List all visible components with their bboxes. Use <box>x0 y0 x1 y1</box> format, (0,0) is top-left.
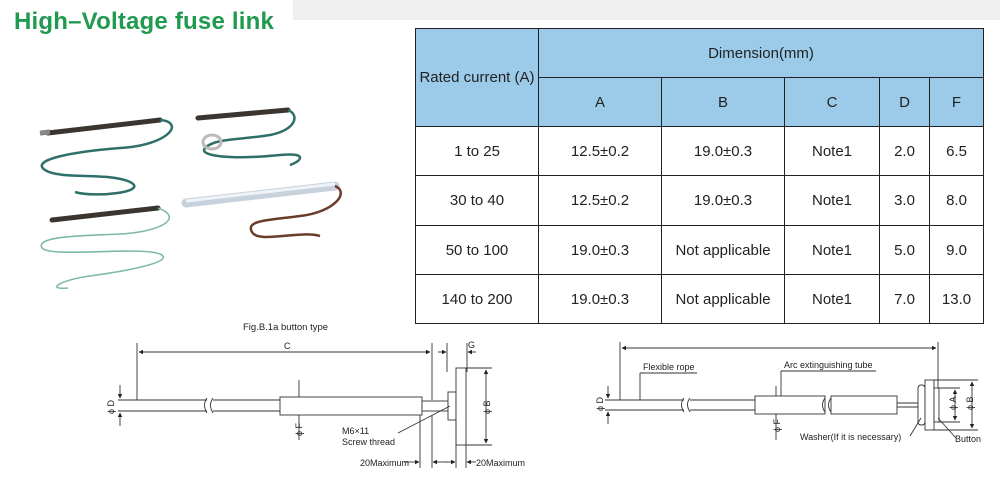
figure-caption: Fig.B.1a button type <box>243 322 329 333</box>
table-row: 30 to 40 12.5±0.2 19.0±0.3 Note1 3.0 8.0 <box>415 175 984 226</box>
table-cell: Note1 <box>784 274 880 324</box>
rated-current-header: Rated current (A) <box>415 28 539 127</box>
table-row: 140 to 200 19.0±0.3 Not applicable Note1… <box>415 274 984 324</box>
col-header-f: F <box>929 77 984 127</box>
table-cell: 50 to 100 <box>415 225 539 275</box>
table-cell: 12.5±0.2 <box>538 126 662 176</box>
table-cell: 3.0 <box>879 175 930 226</box>
table-cell: 1 to 25 <box>415 126 539 176</box>
table-cell: 30 to 40 <box>415 175 539 226</box>
table-row: 1 to 25 12.5±0.2 19.0±0.3 Note1 2.0 6.5 <box>415 126 984 176</box>
table-cell: Note1 <box>784 126 880 176</box>
dim-label-d2: ϕ D <box>595 396 605 411</box>
rated-current-header-label: Rated current (A) <box>419 69 535 86</box>
dim-label-f2: ϕ F <box>772 418 782 432</box>
rope-type-drawing <box>605 342 978 440</box>
fuse-link-3 <box>40 205 171 290</box>
table-cell: 19.0±0.3 <box>661 175 785 226</box>
fuse-link-1 <box>39 117 173 196</box>
header-bar <box>293 0 1000 20</box>
max-label-right: 20Maximum <box>476 458 525 468</box>
col-header-d: D <box>879 77 930 127</box>
button-type-drawing <box>117 343 492 468</box>
dimension-table: Rated current (A) Dimension(mm) A B C D … <box>415 28 984 324</box>
dim-label-b2: ϕ B <box>965 396 975 410</box>
fuse-link-2 <box>195 107 302 167</box>
dim-label-f: ϕ F <box>294 422 304 436</box>
button-label: Button <box>955 434 981 444</box>
table-cell: 2.0 <box>879 126 930 176</box>
table-cell: Note1 <box>784 175 880 226</box>
dim-label-g: G <box>468 340 475 350</box>
table-cell: 12.5±0.2 <box>538 175 662 226</box>
table-cell: Note1 <box>784 225 880 275</box>
table-cell: 140 to 200 <box>415 274 539 324</box>
table-cell: 19.0±0.3 <box>538 274 662 324</box>
table-cell: Not applicable <box>661 225 785 275</box>
thread-label: M6×11 <box>342 426 369 436</box>
dim-label-c: C <box>284 341 291 351</box>
col-header-c: C <box>784 77 880 127</box>
flexible-rope-label: Flexible rope <box>643 362 695 372</box>
table-cell: Not applicable <box>661 274 785 324</box>
table-cell: 13.0 <box>929 274 984 324</box>
page-title: High–Voltage fuse link <box>14 8 274 35</box>
table-cell: 8.0 <box>929 175 984 226</box>
fuse-link-photo <box>39 107 342 290</box>
washer-label: Washer(If it is necessary) <box>800 432 901 442</box>
table-row: 50 to 100 19.0±0.3 Not applicable Note1 … <box>415 225 984 275</box>
table-cell: 5.0 <box>879 225 930 275</box>
dim-label-d: ϕ D <box>106 399 116 414</box>
dim-label-a2: ϕ A <box>948 396 958 410</box>
table-cell: 6.5 <box>929 126 984 176</box>
arc-tube-label: Arc extinguishing tube <box>784 360 873 370</box>
thread-label-2: Screw thread <box>342 437 395 447</box>
fuse-link-4 <box>181 181 342 239</box>
table-cell: 7.0 <box>879 274 930 324</box>
table-cell: 19.0±0.3 <box>538 225 662 275</box>
dim-label-b: ϕ B <box>482 400 492 414</box>
table-cell: 19.0±0.3 <box>661 126 785 176</box>
max-label-left: 20Maximum <box>360 458 409 468</box>
technical-drawings: C G ϕ D ϕ F ϕ B M6×11 Screw thread 20Max… <box>106 340 981 468</box>
col-header-a: A <box>538 77 662 127</box>
table-cell: 9.0 <box>929 225 984 275</box>
col-header-b: B <box>661 77 785 127</box>
dimension-header: Dimension(mm) <box>538 28 984 78</box>
